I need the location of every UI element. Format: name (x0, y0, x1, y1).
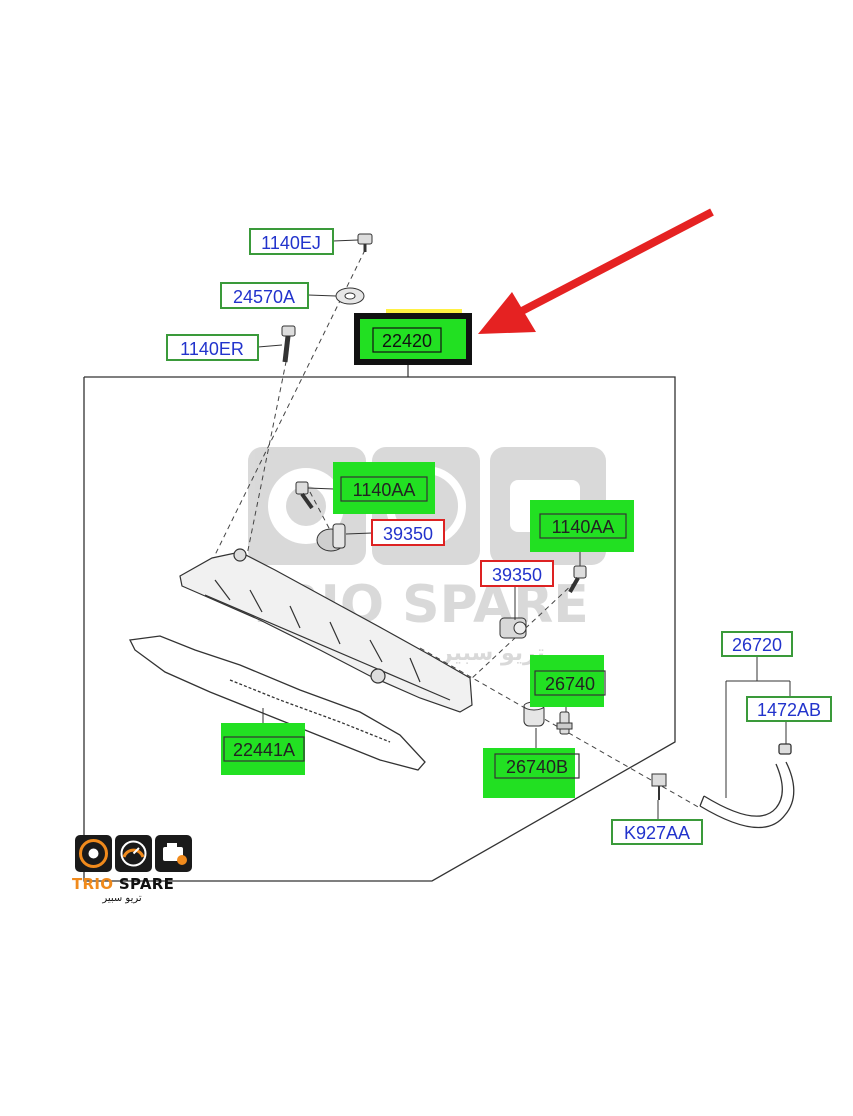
part-1140aa-left[interactable]: 1140AA (340, 476, 428, 502)
sensor-39350-right-icon (499, 617, 527, 639)
part-label-1140aa-right: 1140AA (552, 517, 615, 537)
part-22441a[interactable]: 22441A (223, 736, 305, 762)
part-39350-left[interactable]: 39350 (371, 519, 445, 546)
part-label-k927aa: K927AA (624, 823, 690, 843)
speedometer-icon (115, 835, 152, 872)
part-1140aa-right[interactable]: 1140AA (539, 513, 627, 539)
valve-cover-icon (179, 548, 473, 713)
pointer-arrow-icon (478, 208, 714, 334)
trio-spare-logo: TRIO SPARE تريو سبير (72, 835, 198, 915)
part-26740[interactable]: 26740 (534, 670, 606, 696)
grommet-icon (523, 701, 545, 727)
part-39350-right[interactable]: 39350 (480, 560, 554, 587)
part-1472ab[interactable]: 1472AB (746, 696, 832, 722)
washer-24570a-icon (335, 287, 365, 305)
logo-brand-trio: TRIO (72, 875, 114, 893)
gasket-icon (129, 635, 426, 771)
part-label-24570a: 24570A (233, 287, 295, 307)
part-label-39350-right: 39350 (492, 565, 542, 585)
part-label-1140aa-left: 1140AA (353, 480, 416, 500)
part-label-22420: 22420 (382, 331, 432, 351)
bolt-1140ej-icon (357, 233, 373, 252)
part-22420-selected[interactable]: 22420 (354, 313, 472, 365)
part-26720[interactable]: 26720 (721, 631, 793, 657)
part-label-22441a: 22441A (233, 740, 295, 760)
watermark-arabic: تريو سبير (439, 641, 545, 666)
bolt-1140er-icon (281, 325, 296, 363)
bolt-1140aa-left-icon (295, 481, 314, 510)
part-label-1472ab: 1472AB (757, 700, 821, 720)
clip-k927aa-icon (651, 773, 667, 800)
part-label-1140ej: 1140EJ (261, 233, 321, 253)
part-label-26720: 26720 (732, 635, 782, 655)
assembly-frame (83, 376, 676, 882)
part-label-26740: 26740 (545, 674, 595, 694)
part-label-1140er: 1140ER (180, 339, 244, 359)
highlights (221, 309, 634, 798)
sensor-39350-left-icon (316, 523, 346, 552)
brake-disc-icon (75, 835, 112, 872)
leader-lines (257, 239, 791, 820)
part-26740b[interactable]: 26740B (494, 753, 580, 779)
engine-icon (155, 835, 192, 872)
part-1140er[interactable]: 1140ER (166, 334, 259, 361)
logo-arabic: تريو سبير (102, 893, 142, 904)
bolt-1140aa-right-icon (568, 565, 587, 593)
hose-icon (699, 743, 795, 828)
part-k927aa[interactable]: K927AA (611, 819, 703, 845)
pcv-valve-icon (556, 711, 573, 735)
part-24570a[interactable]: 24570A (220, 282, 309, 309)
part-1140ej[interactable]: 1140EJ (249, 228, 334, 255)
part-label-26740b: 26740B (506, 757, 568, 777)
part-label-39350-left: 39350 (383, 524, 433, 544)
logo-brand-spare: SPARE (118, 875, 175, 893)
